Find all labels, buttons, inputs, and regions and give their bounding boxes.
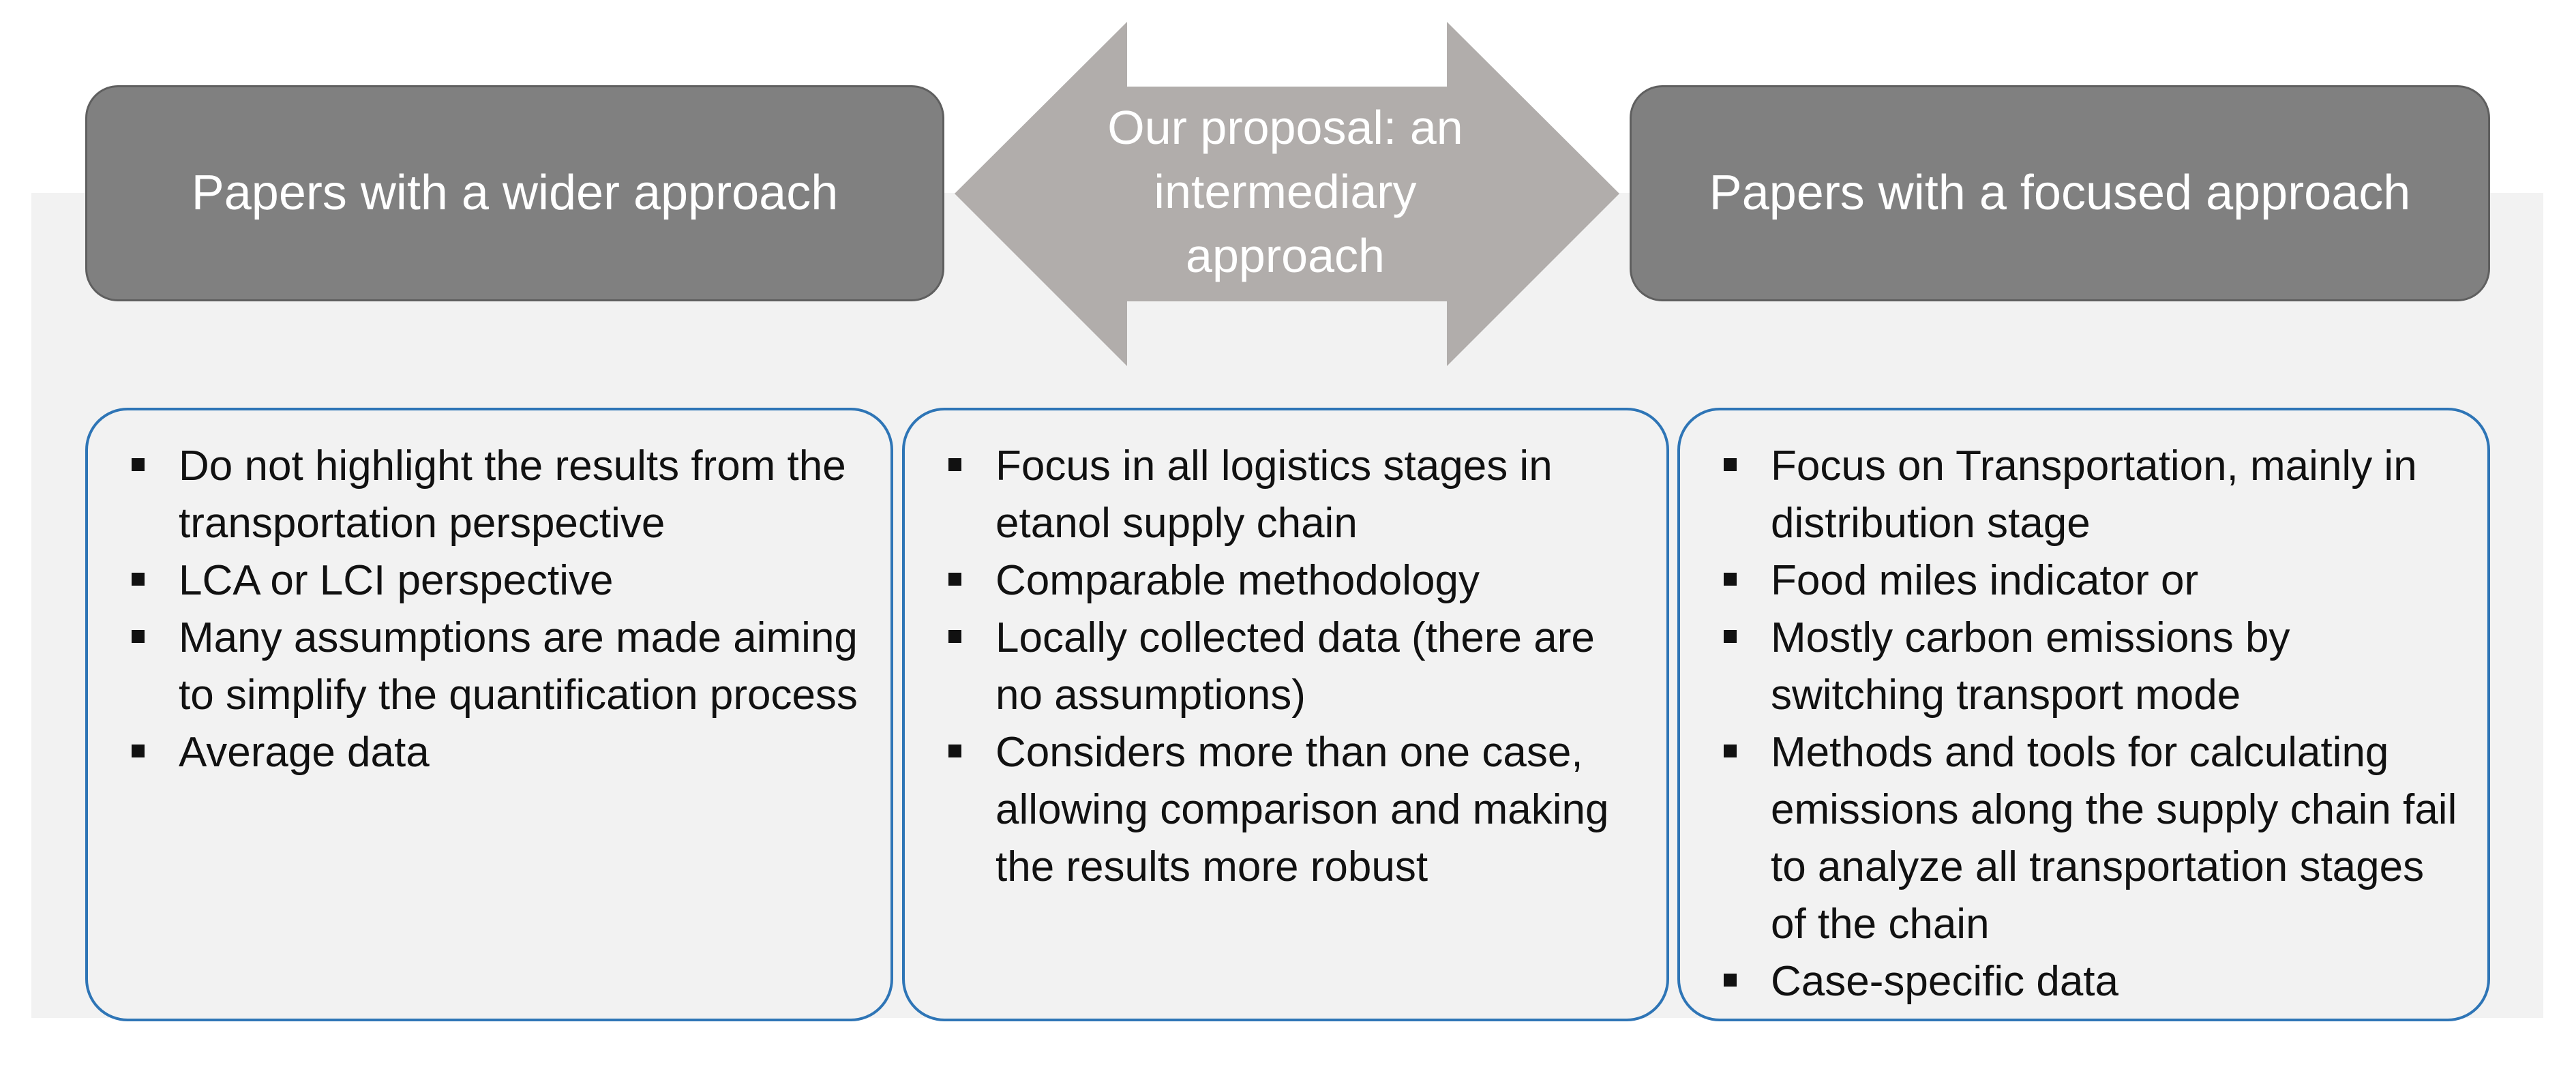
list-item: Comparable methodology: [925, 552, 1646, 610]
list-item-text: Locally collected data (there are no ass…: [995, 614, 1595, 719]
wider-approach-header: Papers with a wider approach: [85, 85, 944, 301]
wider-approach-details: Do not highlight the results from the tr…: [85, 408, 893, 1021]
square-bullet-icon: [1724, 630, 1737, 643]
focused-approach-details: Focus on Transportation, mainly in distr…: [1677, 408, 2490, 1021]
list-item: Mostly carbon emissions by switching tra…: [1701, 610, 2467, 724]
list-item-text: Mostly carbon emissions by switching tra…: [1771, 614, 2290, 719]
list-item: Food miles indicator or: [1701, 552, 2467, 610]
double-arrow-icon: [955, 22, 1619, 366]
list-item-text: LCA or LCI perspective: [179, 557, 614, 604]
square-bullet-icon: [948, 458, 961, 471]
list-item: Considers more than one case, allowing c…: [925, 724, 1646, 896]
list-item: Case-specific data: [1701, 953, 2467, 1010]
list-item-text: Focus in all logistics stages in etanol …: [995, 442, 1553, 547]
list-item: Average data: [108, 724, 870, 781]
list-item: Methods and tools for calculating emissi…: [1701, 724, 2467, 953]
list-item-text: Focus on Transportation, mainly in distr…: [1771, 442, 2417, 547]
list-item: Focus on Transportation, mainly in distr…: [1701, 438, 2467, 552]
intermediary-approach-label: Our proposal: an intermediary approach: [1107, 101, 1463, 282]
square-bullet-icon: [1724, 458, 1737, 471]
focused-approach-label: Papers with a focused approach: [1709, 166, 2411, 221]
square-bullet-icon: [132, 630, 145, 643]
list-item-text: Case-specific data: [1771, 958, 2119, 1005]
intermediary-approach-list: Focus in all logistics stages in etanol …: [925, 438, 1646, 896]
square-bullet-icon: [948, 573, 961, 586]
double-arrow-shape: [955, 22, 1619, 366]
square-bullet-icon: [948, 745, 961, 757]
list-item: Many assumptions are made aiming to simp…: [108, 610, 870, 724]
list-item: Locally collected data (there are no ass…: [925, 610, 1646, 724]
wider-approach-list: Do not highlight the results from the tr…: [108, 438, 870, 781]
list-item-text: Average data: [179, 729, 430, 776]
list-item: Focus in all logistics stages in etanol …: [925, 438, 1646, 552]
square-bullet-icon: [132, 573, 145, 586]
list-item-text: Many assumptions are made aiming to simp…: [179, 614, 858, 719]
list-item-text: Methods and tools for calculating emissi…: [1771, 729, 2457, 948]
square-bullet-icon: [1724, 745, 1737, 757]
list-item-text: Considers more than one case, allowing c…: [995, 729, 1609, 890]
square-bullet-icon: [1724, 974, 1737, 987]
square-bullet-icon: [948, 630, 961, 643]
list-item: LCA or LCI perspective: [108, 552, 870, 610]
focused-approach-list: Focus on Transportation, mainly in distr…: [1701, 438, 2467, 1010]
square-bullet-icon: [132, 745, 145, 757]
list-item: Do not highlight the results from the tr…: [108, 438, 870, 552]
list-item-text: Food miles indicator or: [1771, 557, 2199, 604]
square-bullet-icon: [1724, 573, 1737, 586]
list-item-text: Do not highlight the results from the tr…: [179, 442, 846, 547]
square-bullet-icon: [132, 458, 145, 471]
list-item-text: Comparable methodology: [995, 557, 1480, 604]
focused-approach-header: Papers with a focused approach: [1630, 85, 2490, 301]
intermediary-approach-details: Focus in all logistics stages in etanol …: [902, 408, 1669, 1021]
wider-approach-label: Papers with a wider approach: [191, 166, 839, 221]
